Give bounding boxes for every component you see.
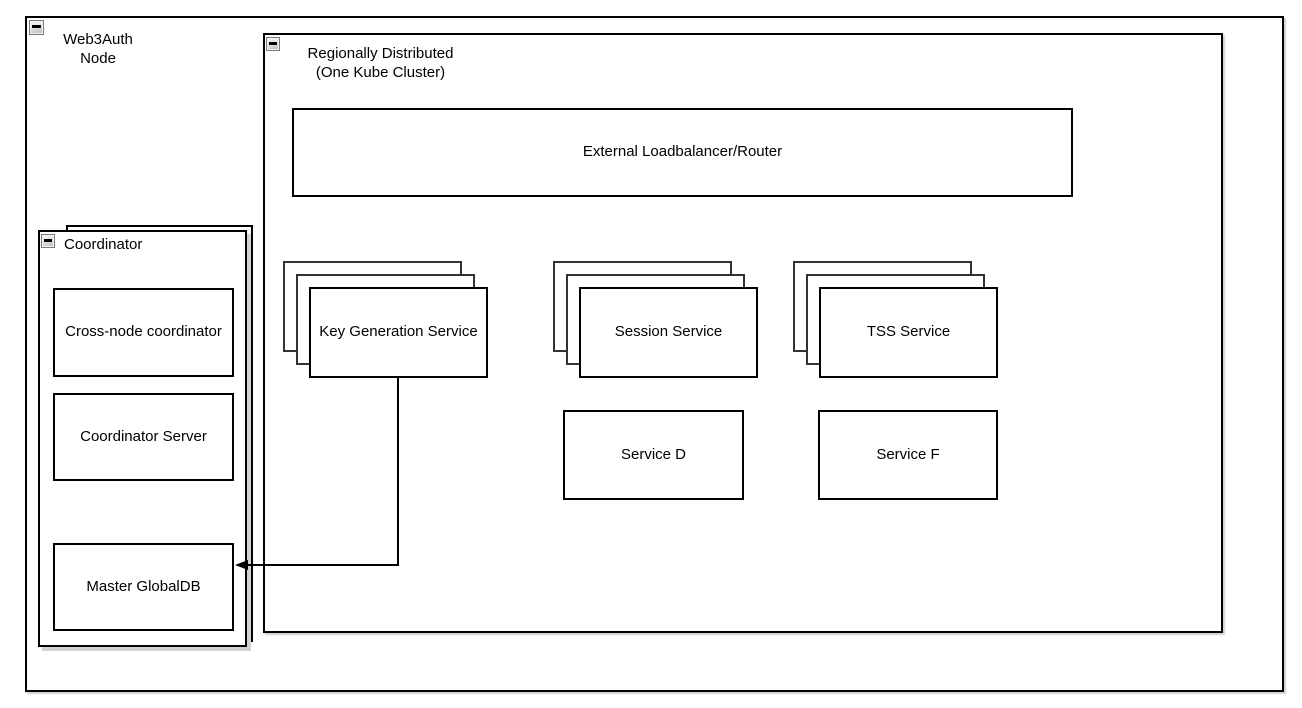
connector-vertical-segment[interactable] [397,377,399,566]
box-master-globaldb[interactable]: Master GlobalDB [53,543,234,631]
collapse-minus-icon-web3auth[interactable] [29,20,44,35]
service-f-label: Service F [876,445,940,463]
box-tss-service[interactable]: TSS Service [819,287,998,378]
connector-horizontal-segment[interactable] [246,564,399,566]
service-d-label: Service D [620,445,687,463]
key-generation-service-label: Key Generation Service [319,323,478,341]
web3auth-title-line2: Node [80,49,116,67]
regional-title-line1: Regionally Distributed [307,45,454,62]
box-key-generation-service[interactable]: Key Generation Service [309,287,488,378]
stack-tss-service[interactable]: TSS Service [793,261,998,378]
tss-service-label: TSS Service [866,323,951,341]
web3auth-title-line1: Web3Auth [63,31,133,48]
box-cross-node-coordinator[interactable]: Cross-node coordinator [53,288,234,377]
session-service-label: Session Service [614,323,723,341]
collapse-minus-icon-regional[interactable] [266,37,280,51]
collapse-minus-icon-coordinator[interactable] [41,234,55,248]
stack-key-generation-service[interactable]: Key Generation Service [283,261,488,378]
container-coordinator[interactable]: Coordinator Cross-node coordinator Coord… [38,225,259,652]
external-loadbalancer-label: External Loadbalancer/Router [582,143,783,161]
box-service-f[interactable]: Service F [818,410,998,500]
box-service-d[interactable]: Service D [563,410,744,500]
box-session-service[interactable]: Session Service [579,287,758,378]
coordinator-title: Coordinator [64,236,143,253]
box-external-loadbalancer[interactable]: External Loadbalancer/Router [292,108,1073,197]
cross-node-coordinator-label: Cross-node coordinator [65,323,222,341]
arrow-head-left-icon [235,560,248,570]
coordinator-server-label: Coordinator Server [80,427,207,445]
master-globaldb-label: Master GlobalDB [86,577,201,595]
web3auth-node-title: Web3Auth Node [33,31,163,69]
box-coordinator-server[interactable]: Coordinator Server [53,393,234,481]
regional-title: Regionally Distributed (One Kube Cluster… [288,45,473,83]
stack-session-service[interactable]: Session Service [553,261,758,378]
regional-title-line2: (One Kube Cluster) [315,63,446,81]
